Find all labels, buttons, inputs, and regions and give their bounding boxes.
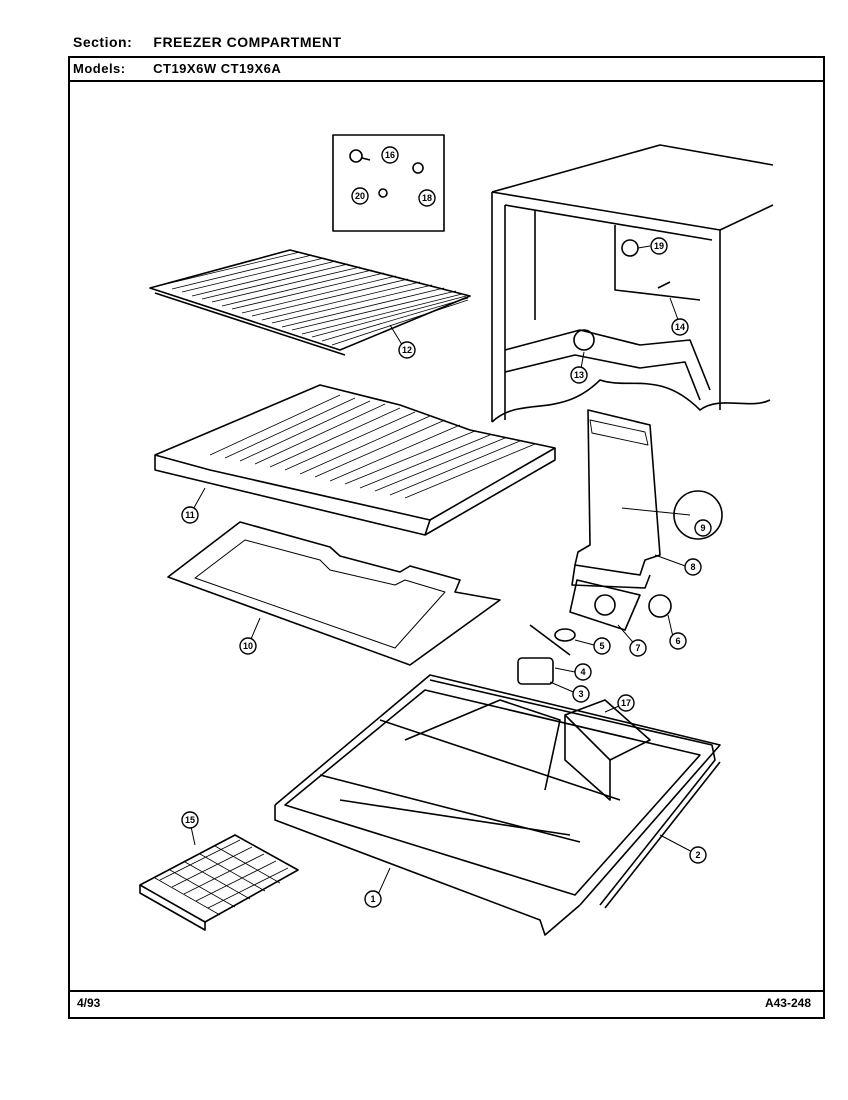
svg-text:20: 20: [355, 191, 365, 201]
hardware-parts-box: [332, 134, 445, 232]
diagram-frame: [68, 56, 825, 1019]
footer-date: 4/93: [77, 996, 101, 1010]
svg-text:2: 2: [695, 850, 700, 860]
insulation-pad: [167, 521, 501, 666]
callout-10: 10: [239, 637, 257, 655]
footer-divider: [70, 990, 823, 992]
svg-text:9: 9: [700, 523, 705, 533]
callout-20: 20: [351, 187, 369, 205]
fastener-detail: [673, 490, 723, 540]
svg-text:16: 16: [385, 150, 395, 160]
section-header: Section: FREEZER COMPARTMENT: [73, 34, 342, 50]
callout-9: 9: [694, 519, 712, 537]
svg-text:8: 8: [690, 562, 695, 572]
freezer-floor: [274, 674, 721, 936]
svg-text:19: 19: [654, 241, 664, 251]
wire-shelf: [149, 249, 471, 356]
callout-13: 13: [570, 366, 588, 384]
shroud: [564, 699, 651, 801]
freezer-cabinet: [491, 144, 774, 423]
svg-text:18: 18: [422, 193, 432, 203]
models-value: CT19X6W CT19X6A: [153, 61, 282, 76]
svg-text:4: 4: [580, 667, 585, 677]
callout-17: 17: [617, 694, 635, 712]
section-value: FREEZER COMPARTMENT: [153, 34, 342, 50]
svg-text:1: 1: [370, 894, 375, 904]
gasket-rail: [429, 679, 721, 909]
air-duct: [571, 409, 661, 589]
callout-18: 18: [418, 189, 436, 207]
svg-text:7: 7: [635, 643, 640, 653]
models-header: Models: CT19X6W CT19X6A: [73, 61, 281, 76]
callout-14: 14: [671, 318, 689, 336]
callout-8: 8: [684, 558, 702, 576]
svg-text:12: 12: [402, 345, 412, 355]
evaporator-cover: [154, 384, 556, 536]
callout-4: 4: [574, 663, 592, 681]
callout-16: 16: [381, 146, 399, 164]
models-label: Models:: [73, 61, 126, 76]
svg-text:14: 14: [675, 322, 685, 332]
svg-text:10: 10: [243, 641, 253, 651]
svg-text:13: 13: [574, 370, 584, 380]
header-divider: [70, 80, 823, 82]
svg-text:15: 15: [185, 815, 195, 825]
callout-3: 3: [572, 685, 590, 703]
callout-7: 7: [629, 639, 647, 657]
ice-tray: [139, 834, 299, 931]
callout-15: 15: [181, 811, 199, 829]
callout-5: 5: [593, 637, 611, 655]
callout-1: 1: [364, 890, 382, 908]
callout-12: 12: [398, 341, 416, 359]
footer-code: A43-248: [764, 996, 811, 1010]
callout-6: 6: [669, 632, 687, 650]
svg-text:5: 5: [599, 641, 604, 651]
callout-11: 11: [181, 506, 199, 524]
callout-2: 2: [689, 846, 707, 864]
svg-text:11: 11: [185, 510, 195, 520]
callout-balloons: 1 2 3 4 5 6 7 8 9 10 11 12 13 14 15 16 1…: [181, 146, 712, 908]
fan-motor-parts: [517, 579, 672, 685]
svg-text:17: 17: [621, 698, 631, 708]
callout-19: 19: [650, 237, 668, 255]
svg-text:3: 3: [578, 689, 583, 699]
svg-text:6: 6: [675, 636, 680, 646]
section-label: Section:: [73, 34, 133, 50]
